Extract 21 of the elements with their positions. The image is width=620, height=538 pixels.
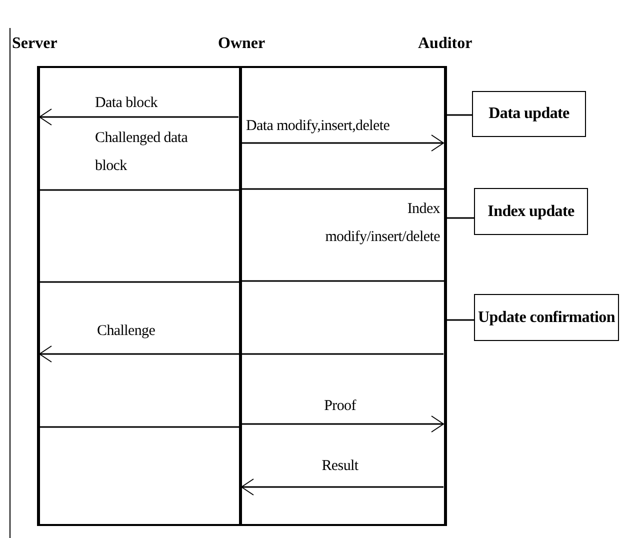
participant-label: Auditor xyxy=(418,35,472,53)
arrow xyxy=(39,346,444,362)
message-label: Challenged data block xyxy=(95,129,189,176)
edge-label: Data block xyxy=(95,94,159,113)
edge-label: Data modify,insert,delete xyxy=(246,117,391,136)
process-box: Update confirmation xyxy=(474,294,619,341)
process-box: Data update xyxy=(472,91,586,137)
message-label: Index modify/insert/delete xyxy=(324,200,440,247)
edge-label: Result xyxy=(320,457,360,476)
participant-label: Owner xyxy=(218,35,266,53)
process-box: Index update xyxy=(474,188,588,235)
participant-label: Server xyxy=(12,35,58,53)
arrow xyxy=(241,478,444,496)
edge-label: Proof xyxy=(323,397,358,416)
edge-label: Challenge xyxy=(97,322,156,341)
connector-line xyxy=(446,114,472,116)
arrow xyxy=(242,134,444,152)
arrow xyxy=(39,108,238,126)
connector-line xyxy=(446,319,474,321)
connector-line xyxy=(446,217,474,219)
arrow xyxy=(242,416,444,432)
